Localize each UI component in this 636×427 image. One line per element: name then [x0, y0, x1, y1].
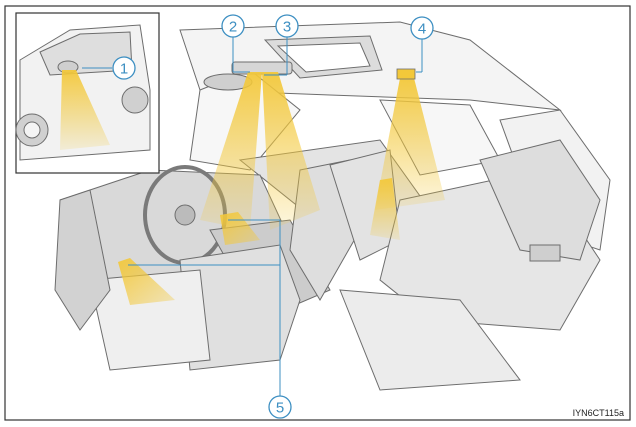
- callout-number: 4: [418, 21, 426, 38]
- map-light-beam-right: [262, 72, 320, 230]
- callout-number: 5: [276, 400, 284, 417]
- callout-1: 1: [112, 56, 136, 80]
- map-light-beam-left: [200, 72, 262, 230]
- callout-5: 5: [268, 395, 292, 419]
- rear-light-beam: [375, 78, 445, 210]
- footwell-beam-driver: [118, 258, 175, 305]
- exterior-inset: [15, 12, 160, 174]
- callout-number: 3: [283, 19, 291, 36]
- callout-4: 4: [410, 16, 434, 40]
- light-beams: [118, 68, 445, 305]
- door-light-beam: [370, 178, 400, 240]
- callout-2: 2: [221, 14, 245, 38]
- callout-number: 2: [229, 19, 237, 36]
- mirror-puddle-light-beam: [60, 70, 110, 150]
- callout-3: 3: [275, 14, 299, 38]
- callout-number: 1: [120, 61, 128, 78]
- figure-code-label: IYN6CT115a: [573, 408, 624, 418]
- rear-dome-light: [396, 68, 416, 80]
- callout-leaders: [82, 37, 423, 397]
